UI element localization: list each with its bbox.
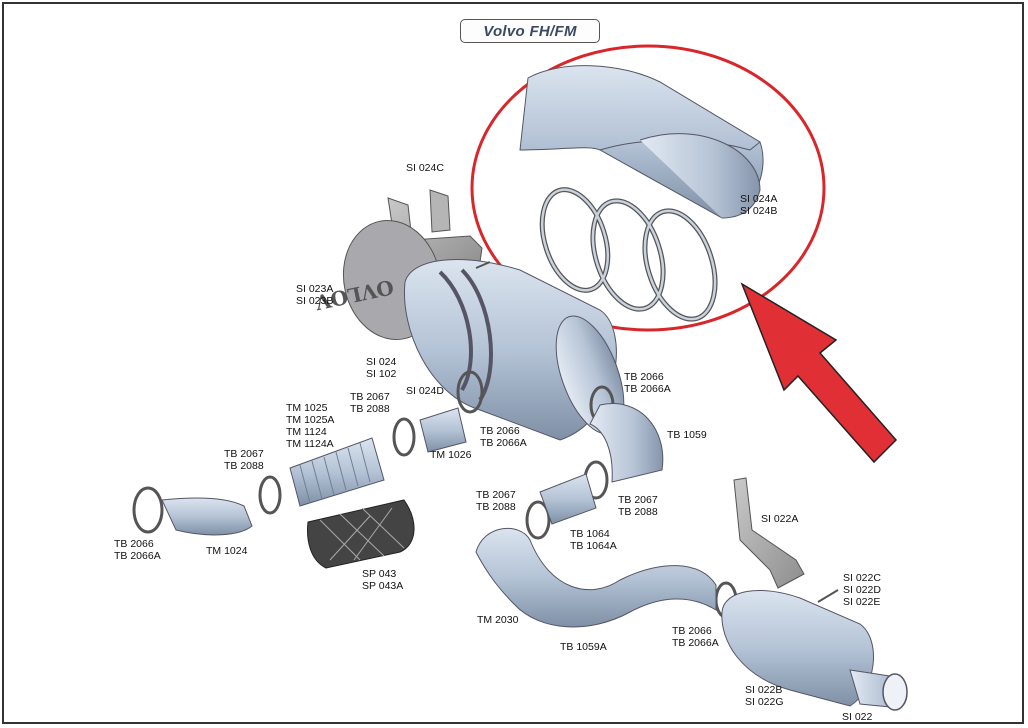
- label-line: SI 022A: [761, 513, 799, 525]
- rear-silencer: [721, 589, 908, 711]
- label-tb-1064: TB 1064 TB 1064A: [570, 528, 617, 552]
- label-line: TB 2066A: [114, 550, 161, 562]
- label-tm-1026: TM 1026: [430, 449, 471, 461]
- label-si-022bg: SI 022B SI 022G: [745, 684, 784, 708]
- label-tb-1059a: TB 1059A: [560, 641, 607, 653]
- label-si-022a: SI 022A: [761, 513, 798, 525]
- label-line: SI 022G: [745, 696, 784, 708]
- sleeve-sp043: [307, 499, 415, 569]
- label-line: TB 2066: [480, 425, 520, 437]
- label-line: SI 022E: [843, 596, 881, 608]
- label-line: TB 2088: [224, 460, 264, 472]
- label-line: TB 2066: [672, 625, 712, 637]
- label-si-022: SI 022: [842, 711, 872, 723]
- label-line: SI 022B: [745, 684, 783, 696]
- label-tm-1025: TM 1025 TM 1025A TM 1124 TM 1124A: [286, 402, 334, 450]
- label-line: SP 043A: [362, 580, 404, 592]
- label-sp-043: SP 043 SP 043A: [362, 568, 403, 592]
- label-line: SI 022: [842, 711, 873, 723]
- label-line: SI 022D: [843, 584, 881, 596]
- label-line: SP 043: [362, 568, 397, 580]
- label-line: TB 2066A: [672, 637, 719, 649]
- label-line: TB 2088: [476, 501, 516, 513]
- label-tb-2067-2088-b: TB 2067 TB 2088: [224, 448, 264, 472]
- label-tm-2030: TM 2030: [477, 614, 518, 626]
- label-line: TM 1124: [286, 426, 327, 438]
- flex-hose-tm1025: [289, 437, 385, 507]
- pipe-tb1059: [589, 403, 664, 483]
- label-tb-1059: TB 1059: [667, 429, 707, 441]
- label-line: TB 2066A: [624, 383, 671, 395]
- bolts: [475, 261, 839, 603]
- label-si-024-102: SI 024 SI 102: [366, 356, 396, 380]
- label-line: SI 024: [366, 356, 397, 368]
- label-line: SI 024A: [740, 193, 778, 205]
- label-line: TM 1025A: [286, 414, 335, 426]
- label-tm-1024: TM 1024: [206, 545, 247, 557]
- label-si-022cde: SI 022C SI 022D SI 022E: [843, 572, 881, 608]
- label-si-024c: SI 024C: [406, 162, 444, 174]
- label-line: TM 1024: [206, 545, 248, 557]
- label-tb-2067-2088-a: TB 2067 TB 2088: [350, 391, 390, 415]
- label-line: TB 2067: [618, 494, 658, 506]
- label-line: TB 2067: [224, 448, 264, 460]
- flex-hose-tb1064: [539, 473, 597, 525]
- diagram-title: Volvo FH/FM: [460, 19, 600, 43]
- label-line: TM 1026: [430, 449, 472, 461]
- highlight-ellipse: [470, 44, 826, 332]
- pipe-tm1026: [419, 407, 467, 453]
- label-line: TB 2088: [618, 506, 658, 518]
- label-line: SI 023A: [296, 283, 334, 295]
- label-line: TB 1064A: [570, 540, 617, 552]
- label-si-023ab: SI 023A SI 023B: [296, 283, 333, 307]
- red-arrow: [740, 282, 898, 464]
- label-line: TB 1059: [667, 429, 707, 441]
- elbow-tm1024: [161, 497, 253, 536]
- label-line: TM 2030: [477, 614, 519, 626]
- label-line: SI 024B: [740, 205, 778, 217]
- label-si-024d: SI 024D: [406, 385, 444, 397]
- pipe-tb1059a: [475, 527, 717, 628]
- label-si-024ab: SI 024A SI 024B: [740, 193, 777, 217]
- label-line: TM 1025: [286, 402, 328, 414]
- label-tb-2067-2088-d: TB 2067 TB 2088: [618, 494, 658, 518]
- label-tb-2066-2066a-left: TB 2066 TB 2066A: [114, 538, 161, 562]
- label-tb-2067-2088-c: TB 2067 TB 2088: [476, 489, 516, 513]
- label-line: TB 2088: [350, 403, 390, 415]
- label-line: SI 102: [366, 368, 397, 380]
- label-line: TM 1124A: [286, 438, 334, 450]
- heat-shield: [519, 65, 764, 219]
- label-line: SI 022C: [843, 572, 881, 584]
- label-line: TB 2067: [350, 391, 390, 403]
- label-tb-2066-2066a-mid: TB 2066 TB 2066A: [480, 425, 527, 449]
- label-line: SI 024D: [406, 385, 444, 397]
- label-line: TB 2066: [114, 538, 154, 550]
- label-line: TB 2067: [476, 489, 516, 501]
- label-tb-2066-2066a-top: TB 2066 TB 2066A: [624, 371, 671, 395]
- label-line: TB 1059A: [560, 641, 607, 653]
- label-line: SI 023B: [296, 295, 334, 307]
- label-line: SI 024C: [406, 162, 444, 174]
- label-line: TB 2066: [624, 371, 664, 383]
- label-line: TB 2066A: [480, 437, 527, 449]
- label-tb-2066-2066a-bottom: TB 2066 TB 2066A: [672, 625, 719, 649]
- label-line: TB 1064: [570, 528, 610, 540]
- bracket-si022a: [733, 477, 805, 589]
